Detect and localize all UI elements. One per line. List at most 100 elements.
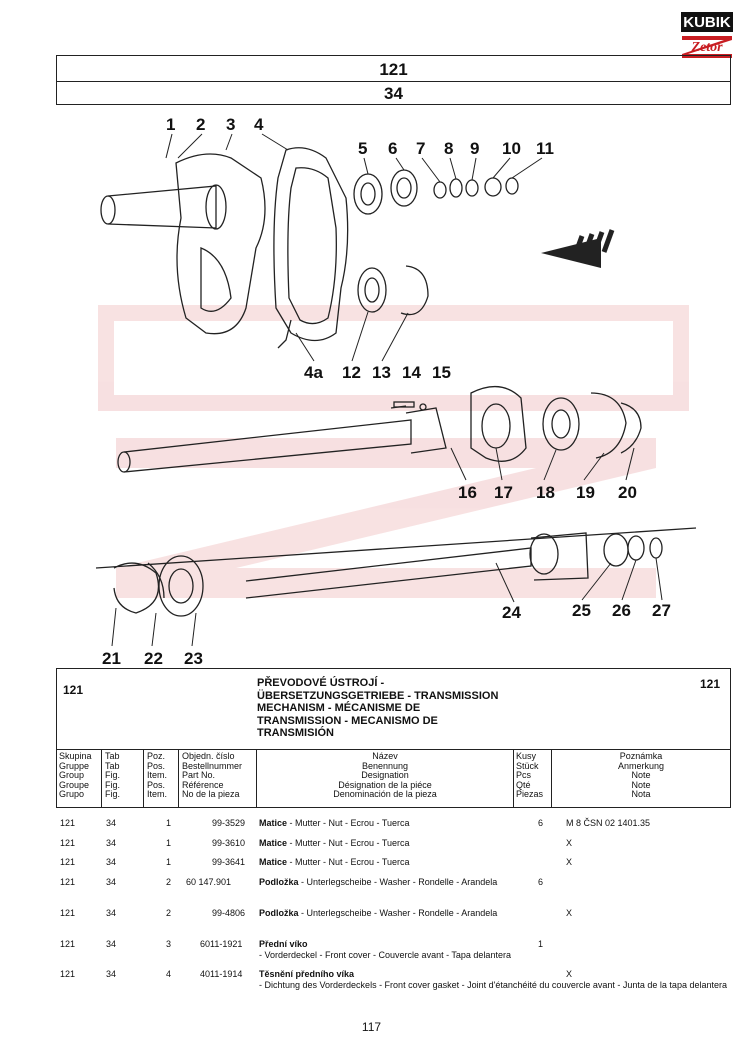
title-line: TRANSMISIÓN (257, 727, 334, 739)
col-label: Référence (182, 779, 224, 790)
cell-name: Podložka - Unterlegscheibe - Washer - Ro… (259, 908, 514, 919)
cell-qty: 1 (538, 939, 544, 949)
cell-tab: 34 (106, 877, 117, 887)
col-label: Tab (105, 751, 120, 761)
cell-part: 99-3529 (212, 818, 246, 828)
cell-name: Těsnění předního víka - Dichtung des Vor… (259, 969, 727, 991)
col-label: Nota (631, 789, 651, 800)
col-label: Note (631, 770, 651, 781)
col-label: Skupina (59, 751, 92, 761)
callout-3: 3 (226, 115, 235, 134)
col-label: Note (631, 779, 651, 790)
figure-number-box: 34 (56, 81, 731, 105)
col-label: No de la pieza (182, 789, 240, 800)
cell-pos: 1 (166, 857, 172, 867)
col-label: Bestellnummer (182, 760, 243, 771)
cell-part: 99-4806 (212, 908, 246, 918)
name-rest: - Dichtung des Vorderdeckels - Front cov… (259, 980, 727, 990)
cell-tab: 34 (106, 838, 117, 848)
cell-pos: 4 (166, 969, 172, 979)
title-block: 121 121 PŘEVODOVÉ ÚSTROJÍ - ÜBERSETZUNGS… (56, 668, 731, 750)
bearing-ring-12-13 (357, 265, 429, 316)
name-bold: Těsnění předního víka (259, 969, 355, 979)
col-label: Poznámka (619, 751, 663, 761)
callout-7: 7 (416, 139, 425, 158)
title-line: PŘEVODOVÉ ÚSTROJÍ - (257, 677, 385, 689)
callout-13: 13 (372, 363, 391, 382)
col-label: Part No. (182, 770, 216, 781)
callout-21: 21 (102, 649, 121, 668)
col-label: Groupe (59, 779, 90, 790)
cell-group: 121 (60, 838, 76, 848)
col-label: Pos. (147, 779, 166, 790)
cell-qty: 6 (538, 877, 544, 887)
callout-17: 17 (494, 483, 513, 502)
figure-number: 34 (384, 84, 403, 103)
cell-group: 121 (60, 818, 76, 828)
col-label: Kusy (516, 751, 537, 761)
callout-11: 11 (536, 139, 554, 158)
cell-note: M 8 ČSN 02 1401.35 (566, 818, 651, 828)
col-label: Qté (516, 779, 531, 790)
cell-group: 121 (60, 908, 76, 918)
col-pos: Poz.Pos.Item.Pos.Item. (143, 750, 178, 807)
shaft-assembly-lower (95, 527, 697, 617)
callout-22: 22 (144, 649, 163, 668)
callout-10: 10 (502, 139, 521, 158)
callout-12: 12 (342, 363, 361, 382)
cell-note: X (566, 908, 573, 918)
cell-pos: 2 (166, 877, 172, 887)
col-label: Poz. (147, 751, 166, 761)
leader-lines (111, 133, 663, 647)
callout-24: 24 (502, 603, 521, 622)
cell-name: Matice - Mutter - Nut - Ecrou - Tuerca (259, 838, 514, 849)
col-label: Název (372, 751, 398, 761)
cell-group: 121 (60, 877, 76, 887)
col-label: Item. (147, 770, 168, 781)
col-label: Pcs (516, 770, 532, 781)
cell-pos: 2 (166, 908, 172, 918)
name-bold: Podložka (259, 908, 299, 918)
name-rest: - Unterlegscheibe - Washer - Rondelle - … (298, 908, 498, 918)
callout-25: 25 (572, 601, 591, 620)
col-label: Tab (105, 760, 120, 771)
logo-text-zetor: Zetor (690, 40, 723, 55)
callout-4a: 4a (304, 363, 323, 382)
cell-part: 6011-1921 (200, 939, 243, 949)
callout-14: 14 (402, 363, 421, 382)
cell-name: Matice - Mutter - Nut - Ecrou - Tuerca (259, 857, 514, 868)
col-label: Designation (361, 770, 409, 781)
cell-group: 121 (60, 857, 76, 867)
title-text: PŘEVODOVÉ ÚSTROJÍ - ÜBERSETZUNGSGETRIEBE… (257, 677, 498, 740)
title-line: MECHANISM - MÉCANISME DE (257, 702, 421, 714)
name-rest: - Mutter - Nut - Ecrou - Tuerca (287, 857, 410, 867)
cell-tab: 34 (106, 908, 117, 918)
logo-text-kubik: KUBIK (683, 14, 731, 31)
cell-qty: 6 (538, 818, 544, 828)
name-bold: Matice (259, 838, 288, 848)
callout-19: 19 (576, 483, 595, 502)
page-number: 117 (361, 1020, 382, 1034)
cell-pos: 3 (166, 939, 172, 949)
col-label: Group (59, 770, 85, 781)
cell-tab: 34 (106, 857, 117, 867)
cell-group: 121 (60, 969, 76, 979)
callout-2: 2 (196, 115, 205, 134)
col-label: Fig. (105, 770, 121, 781)
name-rest: - Mutter - Nut - Ecrou - Tuerca (287, 818, 410, 828)
cell-tab: 34 (106, 969, 117, 979)
col-label: Gruppe (59, 760, 90, 771)
callout-1: 1 (166, 115, 175, 134)
col-label: Objedn. číslo (182, 751, 235, 761)
col-label: Fig. (105, 789, 121, 800)
name-bold: Matice (259, 857, 288, 867)
cell-pos: 1 (166, 818, 172, 828)
title-group-left: 121 (63, 683, 84, 697)
